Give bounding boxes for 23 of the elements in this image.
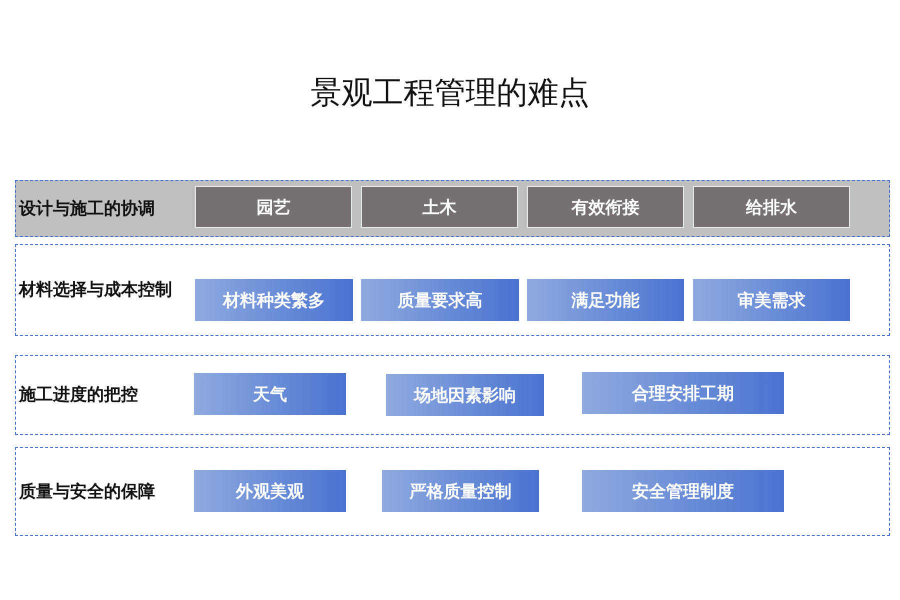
band-heading: 设计与施工的协调: [19, 198, 155, 220]
item-box: 材料种类繁多: [195, 279, 353, 321]
item-box: 有效衔接: [527, 186, 684, 228]
item-box: 安全管理制度: [582, 470, 784, 512]
item-box: 质量要求高: [361, 279, 519, 321]
group-band: [15, 244, 890, 336]
group-band: [15, 180, 890, 237]
band-heading: 材料选择与成本控制: [19, 279, 172, 301]
title: 景观工程管理的难点: [310, 74, 590, 113]
band-heading: 施工进度的把控: [19, 384, 138, 406]
item-box: 给排水: [693, 186, 850, 228]
group-band: [15, 447, 890, 536]
item-box: 天气: [194, 373, 346, 415]
group-band: [15, 355, 890, 435]
item-box: 园艺: [195, 186, 352, 228]
item-box: 严格质量控制: [382, 470, 539, 512]
band-heading: 质量与安全的保障: [19, 480, 155, 502]
item-box: 审美需求: [693, 279, 850, 321]
item-box: 外观美观: [194, 470, 346, 512]
item-box: 土木: [361, 186, 518, 228]
item-box: 合理安排工期: [582, 372, 784, 414]
item-box: 满足功能: [527, 279, 684, 321]
item-box: 场地因素影响: [386, 374, 544, 416]
